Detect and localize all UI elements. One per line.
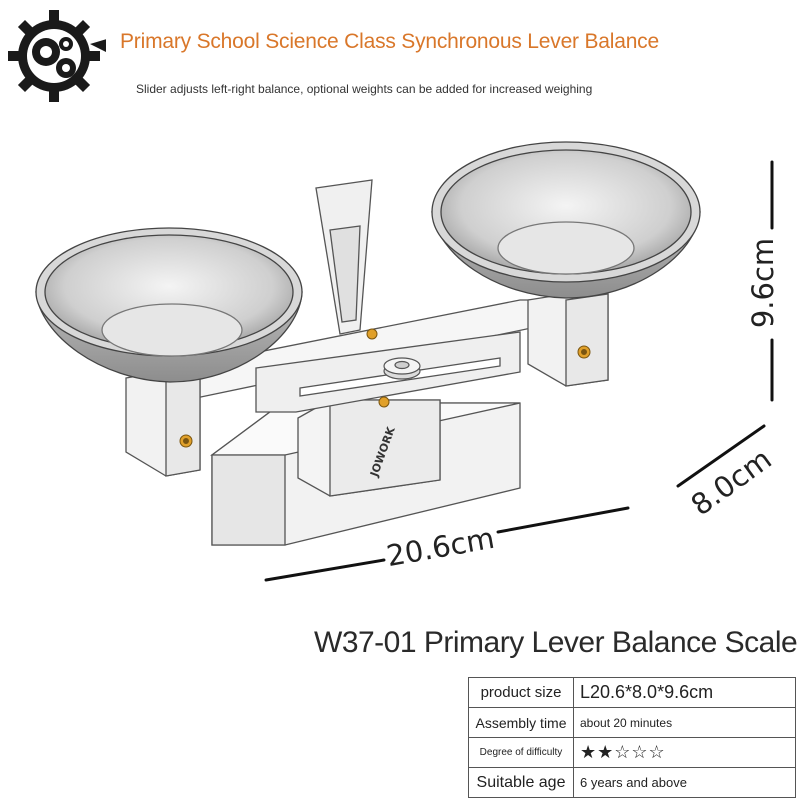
spec-row-age: Suitable age 6 years and above bbox=[468, 767, 796, 798]
spec-row-size: product size L20.6*8.0*9.6cm bbox=[468, 677, 796, 708]
spec-table: product size L20.6*8.0*9.6cm Assembly ti… bbox=[468, 677, 796, 798]
spec-value: about 20 minutes bbox=[573, 707, 796, 738]
center-pointer bbox=[315, 179, 373, 335]
slider-knob bbox=[383, 357, 421, 380]
right-support bbox=[527, 293, 609, 387]
brass-screws bbox=[179, 328, 591, 448]
page-title: Primary School Science Class Synchronous… bbox=[120, 30, 659, 53]
lever-balance-illustration: JOWORK bbox=[35, 141, 774, 582]
left-support bbox=[125, 371, 201, 477]
left-bowl bbox=[35, 227, 303, 383]
spec-label: Suitable age bbox=[468, 767, 574, 798]
spec-label: product size bbox=[468, 677, 574, 708]
spec-row-difficulty: Degree of difficulty ★★☆☆☆ bbox=[468, 737, 796, 768]
dimension-lines bbox=[264, 160, 774, 582]
spec-value: 6 years and above bbox=[573, 767, 796, 798]
page-subtitle: Slider adjusts left-right balance, optio… bbox=[136, 82, 593, 96]
difficulty-stars: ★★☆☆☆ bbox=[573, 737, 796, 768]
spec-label: Degree of difficulty bbox=[468, 737, 574, 768]
spec-value: L20.6*8.0*9.6cm bbox=[573, 677, 796, 708]
spec-row-assembly: Assembly time about 20 minutes bbox=[468, 707, 796, 738]
spec-label: Assembly time bbox=[468, 707, 574, 738]
gear-logo-icon bbox=[8, 10, 106, 102]
model-title: W37-01 Primary Lever Balance Scale bbox=[314, 626, 798, 659]
right-bowl bbox=[431, 141, 701, 299]
height-dimension-label: 9.6cm bbox=[746, 237, 781, 329]
center-stand: JOWORK bbox=[297, 399, 441, 497]
